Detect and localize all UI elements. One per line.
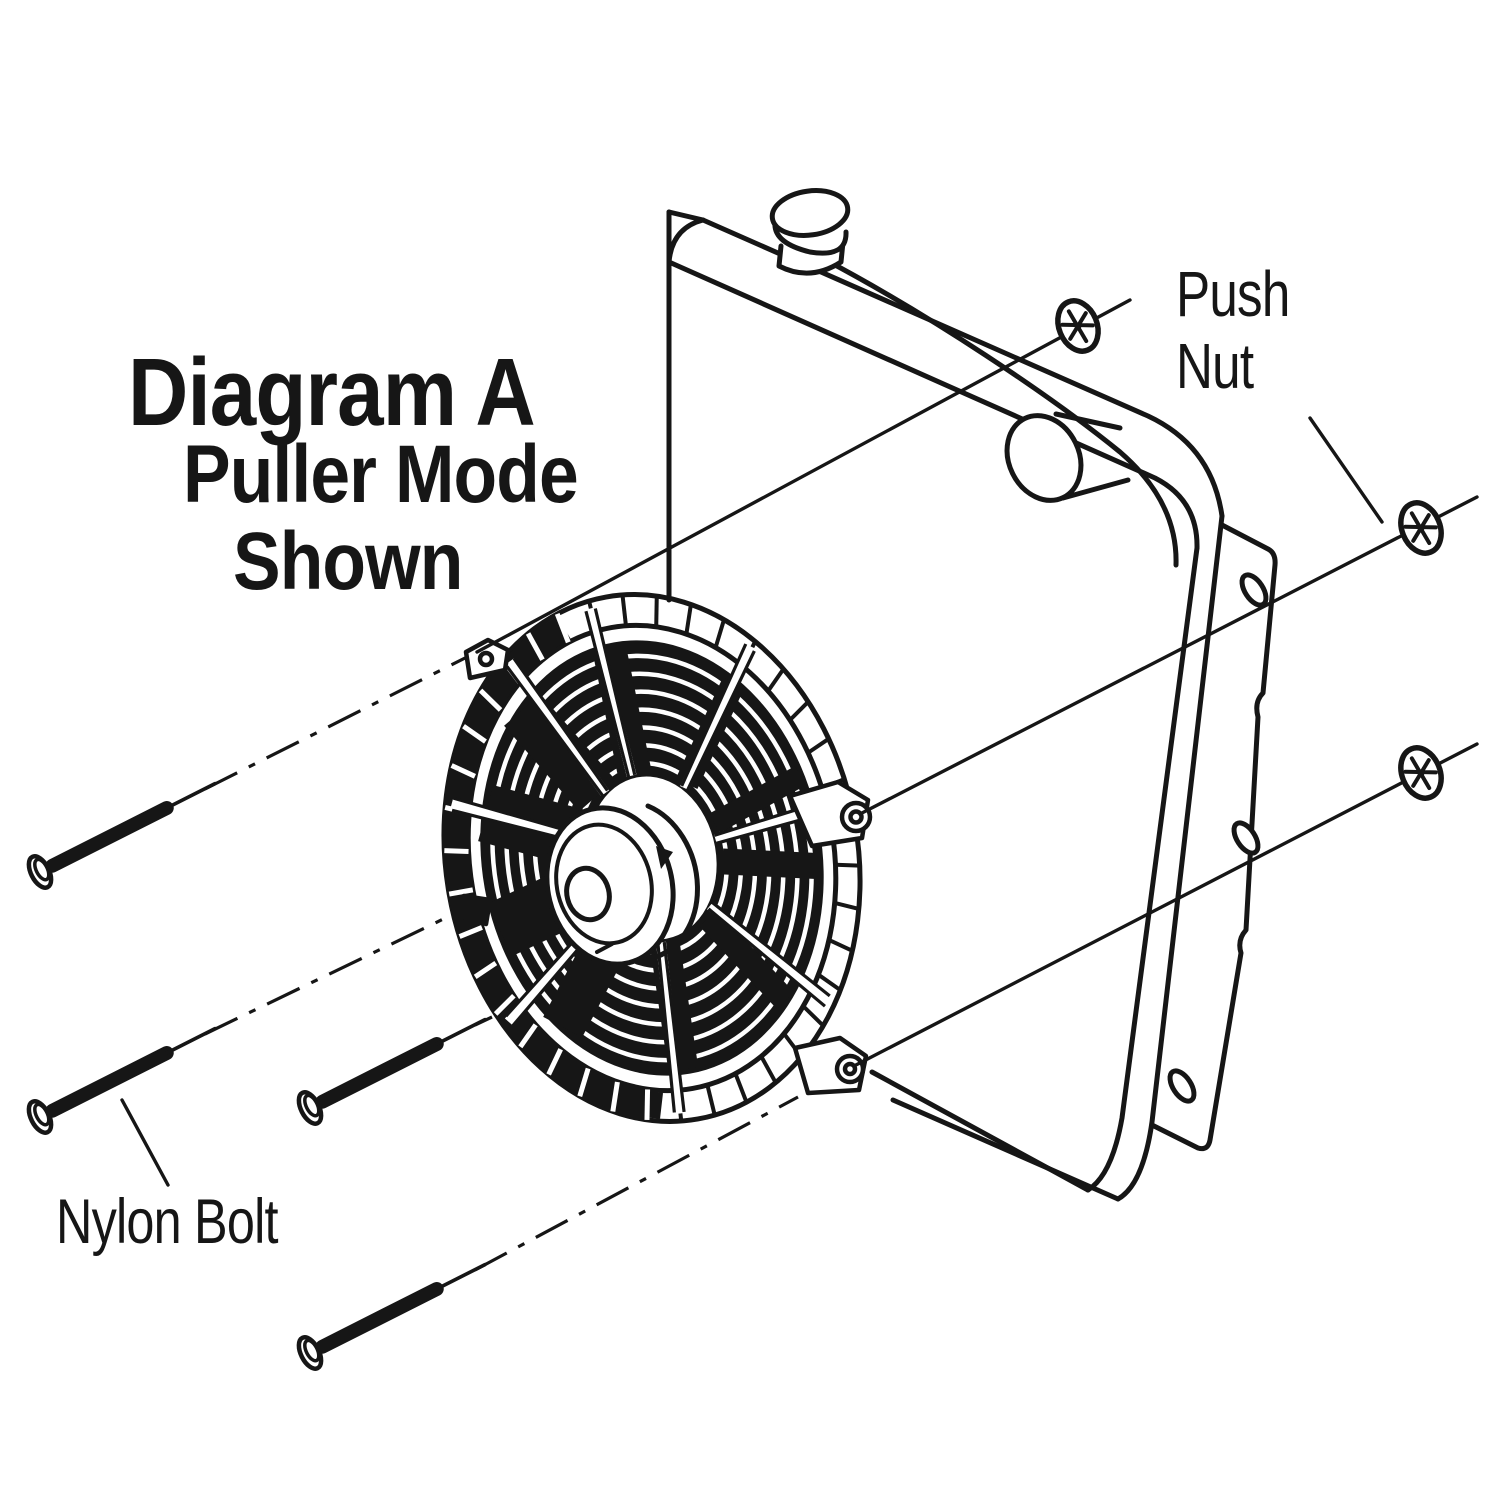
nylon-bolt-icon [26,781,217,890]
hub-marker [656,846,673,869]
filler-cap-icon [769,188,851,276]
flange-slot-hole [1167,1068,1197,1104]
radiator-left-tab [666,209,706,223]
radiator-face-chamfer [819,255,1179,568]
hub-shaft-hole [564,865,612,923]
radiator-top-back-edge [700,217,1225,519]
fan-motor-hub-icon [544,803,700,967]
diagram-subtitle-shown: Shown [233,516,463,607]
nylon-bolts [26,781,487,1371]
mounting-flange [1147,522,1278,1152]
bracket-right-bottom-eyelet [834,1053,866,1085]
flange-slot-hole [1239,572,1269,608]
projection-line-left [204,908,463,1036]
projection-line-bottom [474,1095,799,1272]
bracket-top-left-hole [477,650,495,668]
label-leader-lines [120,416,1384,1187]
nylon-bolt-icon [296,1262,487,1371]
push-nut-icon [1398,500,1444,556]
push-nut-label-line1: Push [1176,258,1290,330]
push-nut-label-leader [1308,416,1384,524]
radiator-back-right-edge [1115,513,1225,1202]
nylon-bolt-label: Nylon Bolt [56,1187,279,1257]
nylon-bolt-icon [26,1026,217,1135]
push-nut-line-mid [858,495,1479,816]
bracket-right-top-eyelet [839,800,873,834]
push-nuts [1055,298,1444,801]
push-nut-icon [1055,298,1101,354]
electric-puller-fan-icon [441,592,863,1124]
flange-outline [1147,522,1278,1152]
nylon-bolt-label-leader [120,1098,170,1187]
push-nut-icon [1398,745,1444,801]
inlet-tube-icon [1004,411,1131,503]
radiator-bottom-back-edge [890,1097,1121,1202]
projection-line-top [204,650,478,791]
radiator [666,188,1225,1202]
nylon-bolt-icon [296,1017,487,1126]
bracket-left [457,893,493,927]
push-nut-label-line2: Nut [1176,330,1254,402]
radiator-topleft-corner [666,217,706,265]
flange-slot-hole [1231,820,1261,856]
fan-mounting-brackets [457,637,873,1096]
diagram-title: Diagram A [128,339,536,446]
diagram-subtitle-mode: Puller Mode [183,429,579,520]
push-nut-line-top [475,298,1132,654]
radiator-top-front-edge [666,259,1200,551]
bracket-top-left [463,637,511,681]
